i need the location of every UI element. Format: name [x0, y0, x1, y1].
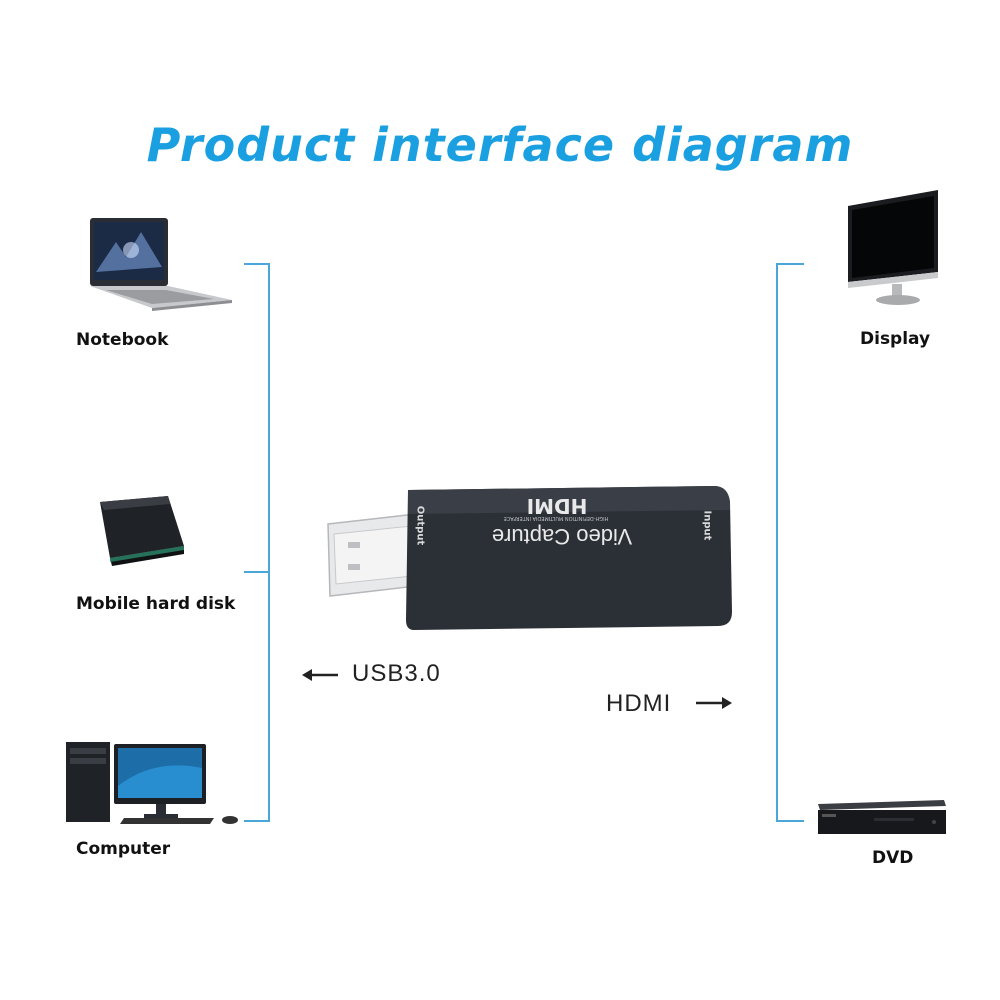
- left-bracket-line: [268, 263, 270, 822]
- right-arrow-icon: [694, 696, 732, 715]
- hdmi-video-capture-dongle: [322, 484, 734, 632]
- left-connector-hard-disk: [244, 571, 270, 573]
- right-bracket-line: [776, 263, 778, 822]
- monitor-icon: [842, 188, 946, 308]
- hard-disk-icon: [90, 492, 190, 572]
- right-connector-dvd: [778, 820, 804, 822]
- dongle-product-name: Video Capture: [491, 524, 633, 549]
- dvd-player-icon: [814, 798, 948, 838]
- dongle-brand-subtext: HIGH-DEFINITION MULTIMEDIA INTERFACE: [503, 515, 609, 521]
- right-connector-display: [778, 263, 804, 265]
- display-label: Display: [860, 329, 931, 349]
- mobile-hard-disk-label: Mobile hard disk: [76, 594, 236, 614]
- dongle-output-label: Output: [414, 505, 426, 546]
- notebook-label: Notebook: [76, 330, 169, 350]
- dvd-label: DVD: [872, 848, 914, 868]
- left-arrow-icon: [302, 668, 340, 687]
- left-connector-computer: [244, 820, 270, 822]
- hdmi-connection-label: HDMI: [606, 690, 672, 717]
- desktop-computer-icon: [64, 738, 244, 828]
- computer-label: Computer: [76, 839, 171, 859]
- left-connector-notebook: [244, 263, 270, 265]
- usb-connection-label: USB3.0: [352, 660, 441, 687]
- diagram-title: Product interface diagram: [146, 118, 854, 172]
- dongle-input-label: Input: [701, 510, 713, 541]
- laptop-icon: [86, 212, 236, 312]
